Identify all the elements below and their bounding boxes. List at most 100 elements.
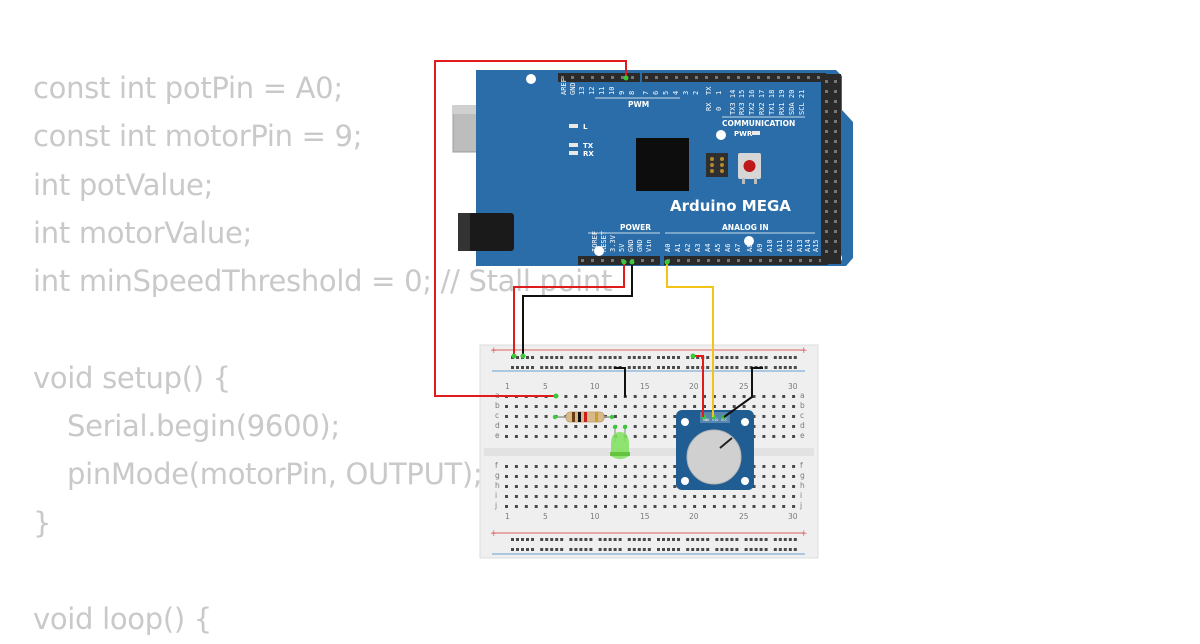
wire-red-pin9[interactable] [434,60,627,397]
col-number: 10 [590,382,600,391]
rail-hole [560,538,564,541]
row-letter: i [495,491,497,500]
grid-hole [514,505,518,508]
code-line[interactable]: void setup() { [33,360,231,395]
digital-header-right[interactable] [821,74,841,264]
wire-red-5v[interactable] [513,262,625,356]
header-pin [834,180,837,183]
green-led[interactable] [610,424,630,459]
wire-red-pot[interactable] [693,355,704,417]
grid-hole [613,485,617,488]
grid-hole [762,425,766,428]
grid-hole [683,495,687,498]
grid-hole [524,475,528,478]
rail-hole [608,548,612,551]
header-pin [621,76,624,79]
rail-hole [579,548,583,551]
rail-hole [627,356,631,359]
grid-hole [564,485,568,488]
code-line[interactable]: const int motorPin = 9; [33,119,363,154]
wire-black-pot[interactable] [723,367,763,418]
rail-hole [696,356,700,359]
code-line[interactable]: } [33,505,52,540]
grid-hole [693,395,697,398]
grid-hole [613,505,617,508]
arduino-mega-board[interactable]: L TX RX PWR PWM COMMUNICATION Arduino ME… [452,70,853,266]
reset-button[interactable] [738,153,761,184]
grid-hole [653,485,657,488]
rail-hole [657,538,660,541]
rail-hole [598,356,602,359]
rail-hole [677,538,680,541]
grid-hole [673,475,677,478]
led-tx [569,143,578,147]
rail-hole [647,538,651,541]
rail-hole [754,548,758,551]
grid-hole [574,475,578,478]
header-pin [675,76,678,79]
right-header-pins[interactable] [825,80,837,253]
wires[interactable] [434,60,763,418]
rail-hole [667,538,670,541]
grid-hole [762,485,766,488]
rail-hole [715,538,719,541]
grid-hole [792,415,796,418]
wire-black-gnd[interactable] [522,262,633,356]
grid-hole [762,395,766,398]
rail-hole [686,356,690,359]
grid-hole [762,475,766,478]
grid-hole [633,485,637,488]
code-editor[interactable]: const int potPin = A0; const int motorPin… [33,64,612,644]
grid-hole [564,495,568,498]
grid-hole [693,505,697,508]
grid-hole [594,435,598,438]
header-pin [834,240,837,243]
rail-hole [516,548,519,551]
grid-hole [554,435,558,438]
led-rx [569,151,578,155]
code-line[interactable]: int potValue; [33,167,214,202]
pot-knob[interactable] [686,429,742,485]
rail-hole [735,356,739,359]
grid-hole [752,495,756,498]
circuit-canvas[interactable]: + + + + 1 5 10 15 20 25 30 1 5 10 15 20 … [0,0,1200,630]
resistor[interactable] [552,411,615,423]
grid-hole [732,405,736,408]
code-line[interactable]: pinMode(motorPin, OUTPUT); [67,457,483,492]
code-line[interactable]: Serial.begin(9600); [67,409,340,444]
code-line[interactable]: int motorValue; [33,215,252,250]
grid-hole [514,435,518,438]
rail-hole [657,548,660,551]
header-pin [769,259,772,262]
rail-hole [773,548,777,551]
code-line[interactable]: const int potPin = A0; [33,71,343,105]
rail-hole [754,538,758,541]
pin-label: A3 [694,244,702,252]
pin-label: A2 [684,244,692,252]
grid-hole [772,405,776,408]
grid-hole [574,435,578,438]
pin-label: TX2 16 [748,90,756,115]
rail-hole [715,548,719,551]
grid-hole [792,425,796,428]
row-letter: e [800,431,805,440]
breadboard[interactable]: + + + + 1 5 10 15 20 25 30 1 5 10 15 20 … [479,344,819,559]
wire-black-led[interactable] [614,367,626,397]
rail-hole [744,548,748,551]
rail-hole [657,366,660,369]
rail-hole [715,356,719,359]
rail-hole [735,366,739,369]
grid-hole [584,495,588,498]
wire-yellow-a0[interactable] [666,262,714,417]
potentiometer[interactable]: GND SIG VCC [676,410,754,490]
code-line[interactable]: int minSpeedThreshold = 0; // Stall poin… [33,264,613,299]
grid-hole [643,495,647,498]
pin-label: TX1 18 [768,90,776,115]
grid-hole [534,485,538,488]
rail-hole [608,538,612,541]
svg-text:+: + [800,529,808,539]
pin-headers[interactable] [558,73,828,265]
grid-hole [683,395,687,398]
grid-hole [594,505,598,508]
header-pin [695,76,698,79]
